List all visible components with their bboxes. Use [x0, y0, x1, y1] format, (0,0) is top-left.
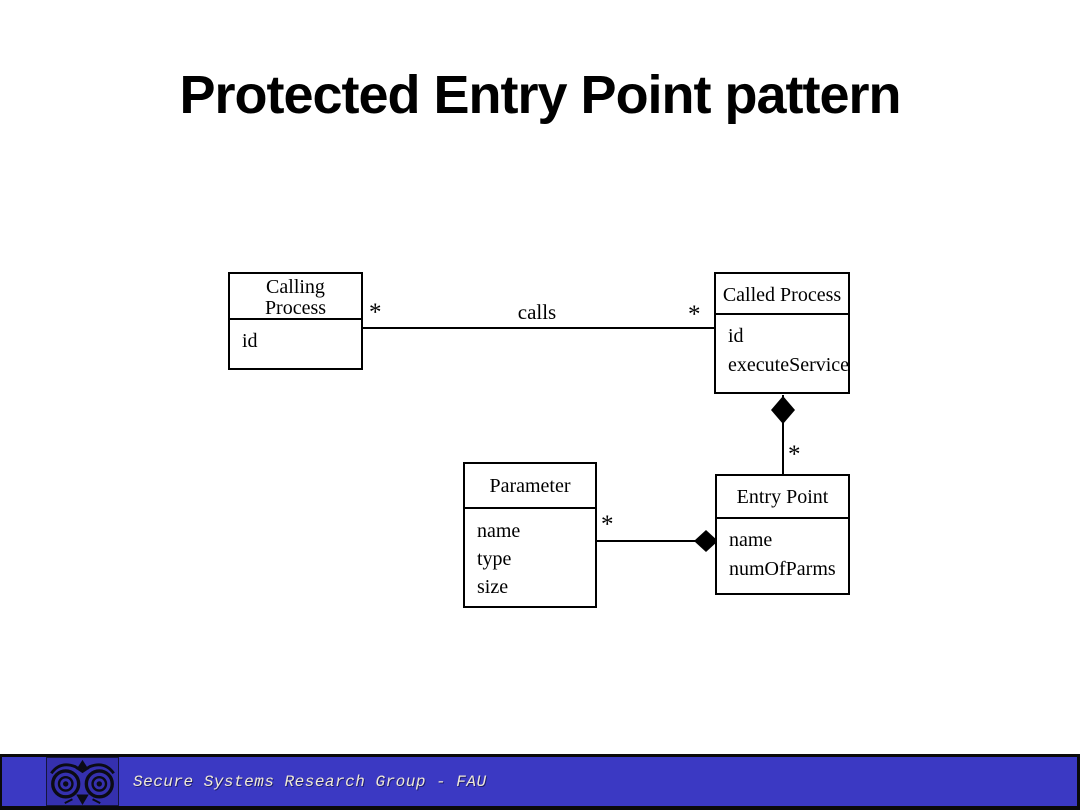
- attribute: name: [729, 529, 773, 551]
- class-name-line: Calling: [266, 276, 325, 298]
- class-name: Entry Point: [717, 476, 848, 519]
- association-label-calls: calls: [517, 300, 557, 324]
- multiplicity-entry-point: *: [788, 441, 801, 468]
- attribute: numOfParms: [729, 558, 836, 580]
- attribute: executeService: [728, 354, 850, 376]
- attribute: type: [477, 548, 512, 570]
- class-name: Parameter: [465, 464, 595, 509]
- class-name: Called Process: [716, 274, 848, 315]
- attribute: size: [477, 576, 509, 598]
- footer-bar: Secure Systems Research Group - FAU: [0, 754, 1080, 810]
- class-attributes: name numOfParms: [717, 519, 848, 584]
- class-name-line: Called Process: [722, 284, 842, 306]
- class-attributes: name type size: [465, 509, 595, 601]
- class-entry-point: Entry Point name numOfParms: [715, 474, 850, 595]
- multiplicity-calling-process: *: [369, 299, 382, 326]
- multiplicity-parameter: *: [601, 511, 614, 538]
- class-parameter: Parameter name type size: [463, 462, 597, 608]
- attribute: id: [728, 325, 744, 347]
- footer-bar-inner: Secure Systems Research Group - FAU: [2, 757, 1077, 806]
- owl-logo-icon: [50, 759, 115, 805]
- class-called-process: Called Process id executeService: [714, 272, 850, 394]
- footer-text: Secure Systems Research Group - FAU: [133, 772, 487, 791]
- class-name: Calling Process: [230, 274, 361, 320]
- class-name-line: Entry Point: [736, 486, 829, 508]
- attribute: name: [477, 520, 521, 542]
- multiplicity-called-process: *: [688, 301, 701, 328]
- class-calling-process: Calling Process id: [228, 272, 363, 370]
- class-name-line: Process: [264, 297, 327, 319]
- slide-title: Protected Entry Point pattern: [179, 65, 901, 125]
- class-name-line: Parameter: [489, 475, 571, 497]
- attribute: id: [242, 330, 258, 352]
- class-attributes: id executeService: [716, 315, 850, 380]
- class-attributes: id: [230, 320, 361, 353]
- composition-diamond-calledprocess: [771, 396, 795, 424]
- owl-logo: [46, 757, 119, 806]
